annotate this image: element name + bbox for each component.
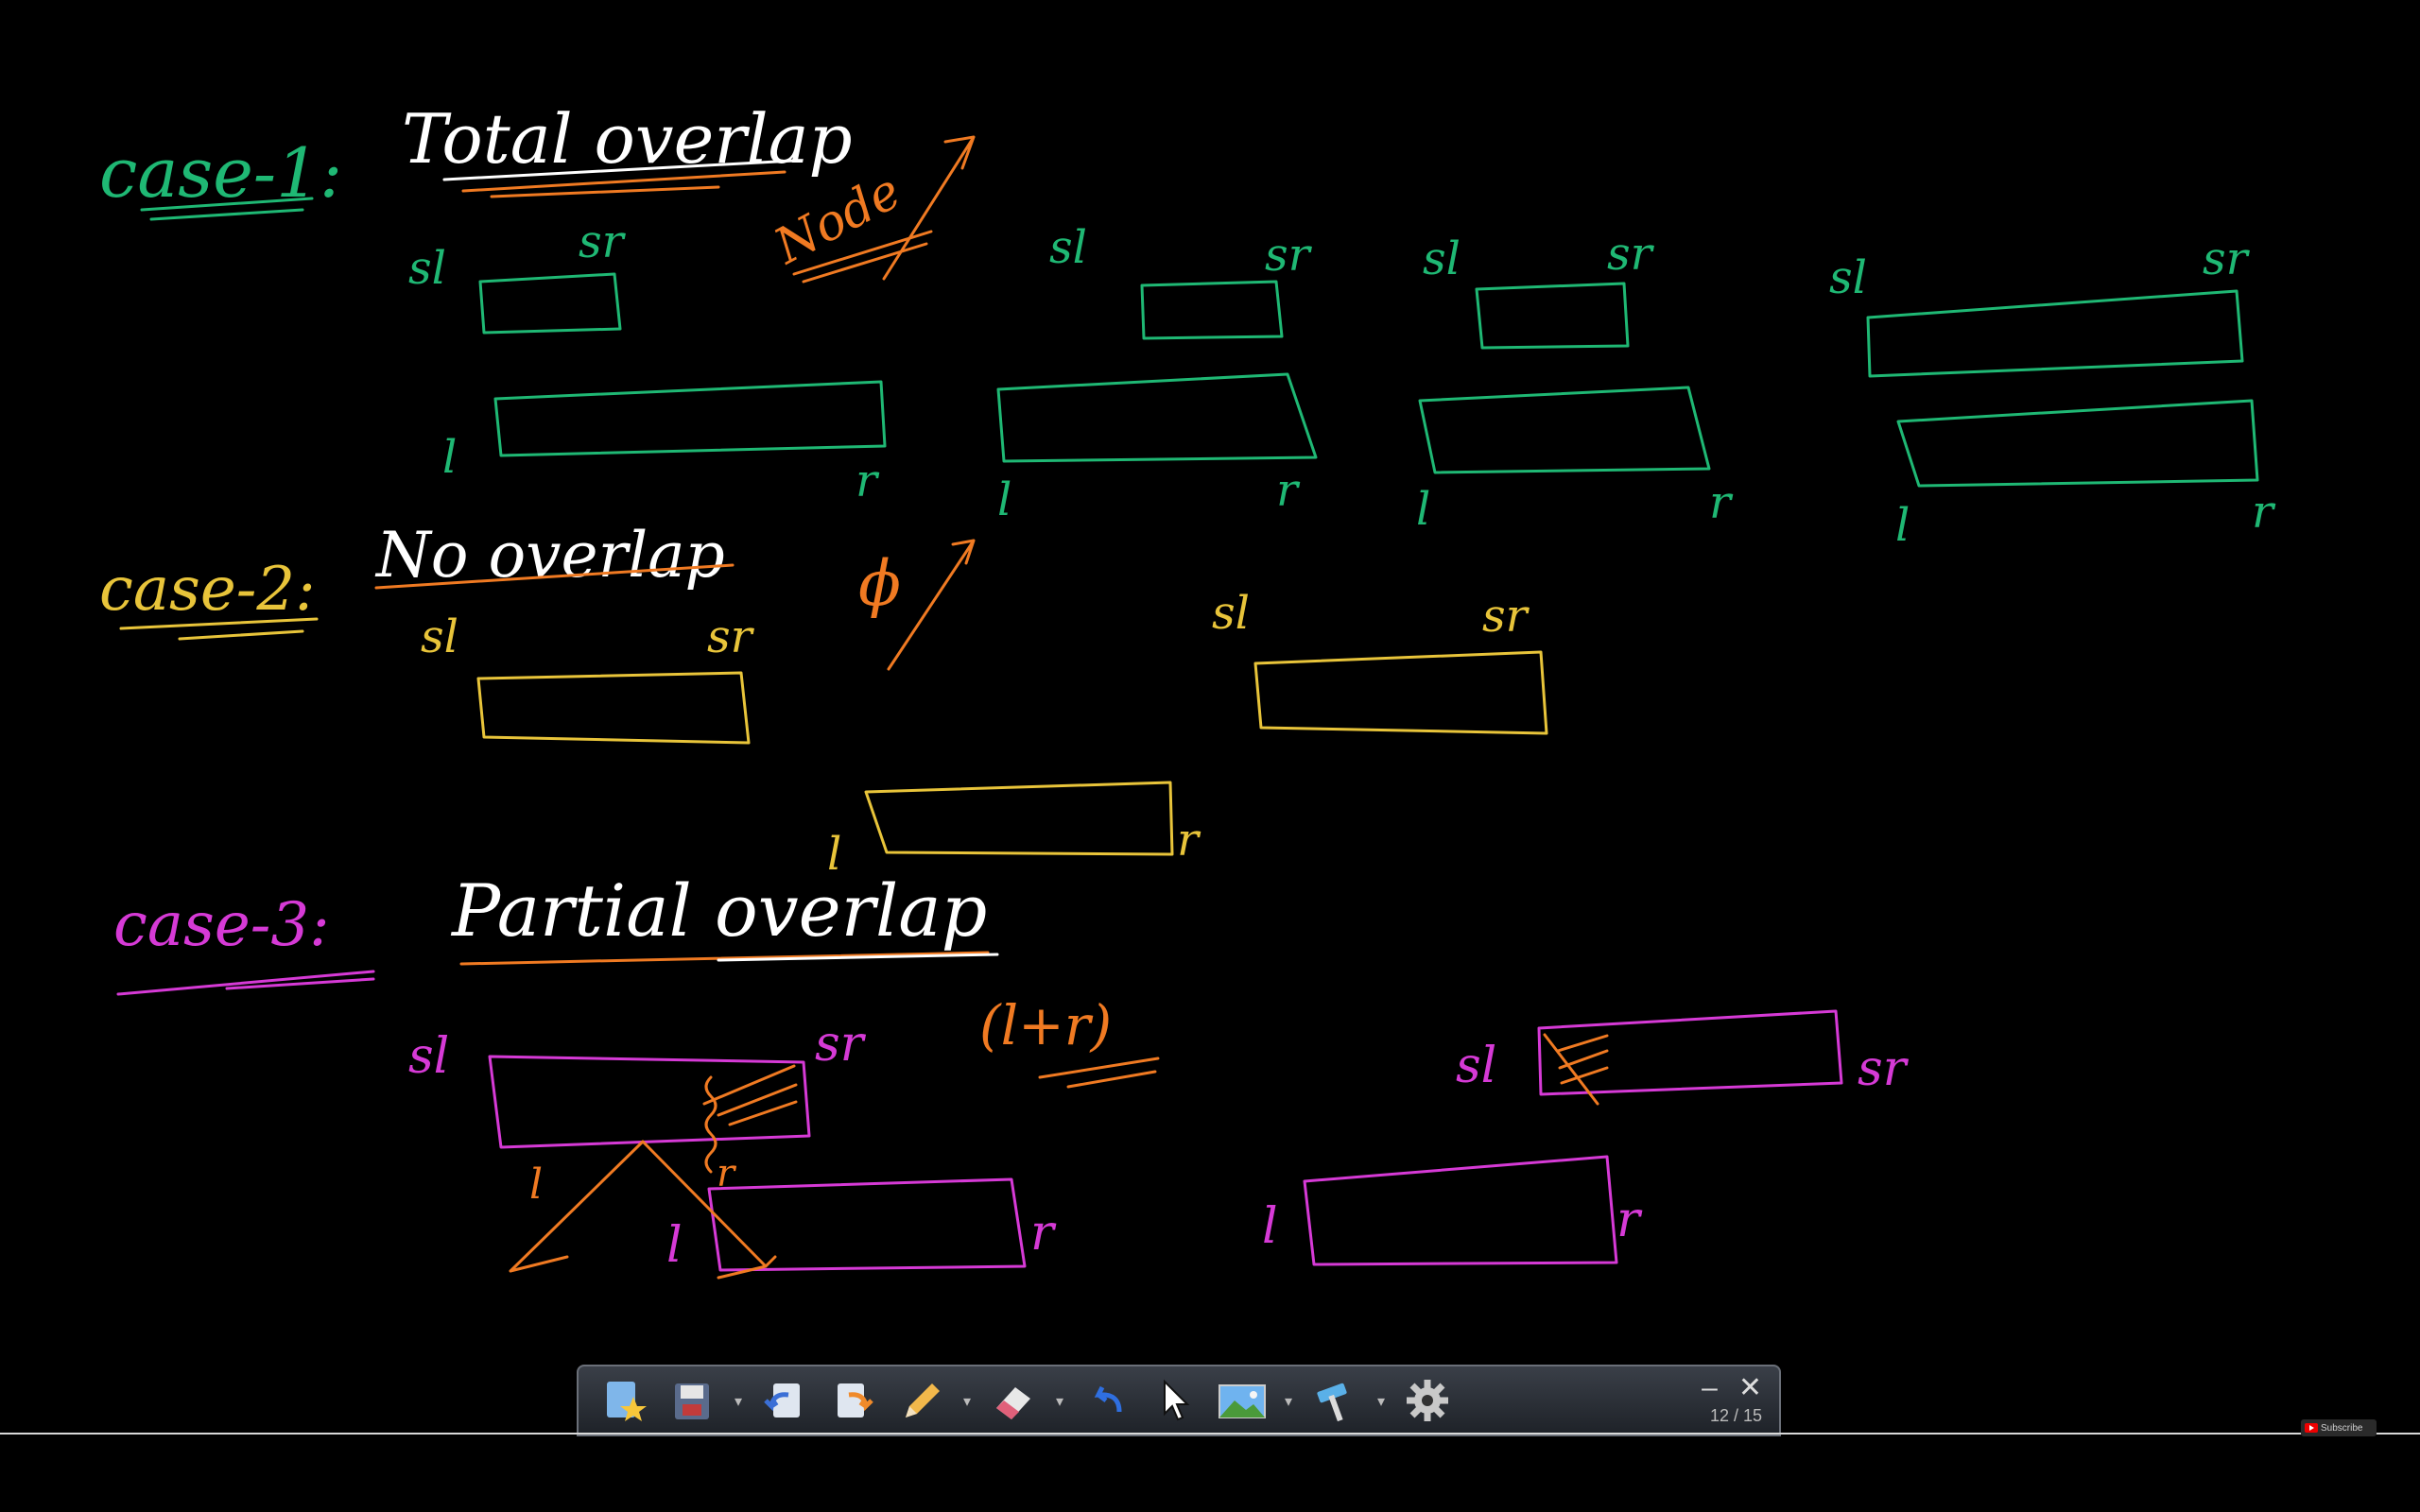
r-label: r [1616,1192,1643,1248]
r-label: r [2252,486,2276,539]
l-label: l [666,1217,683,1274]
case-3-annotation-underline [1038,1057,1160,1089]
l-label: l [827,828,841,881]
subscribe-label: Subscribe [2321,1422,2363,1434]
segment-box [476,671,751,745]
segment-box [1253,650,1548,735]
sr-label: sr [1265,229,1313,282]
sr-label: sr [1607,228,1655,281]
close-button[interactable]: ✕ [1737,1371,1762,1403]
pencil-icon[interactable] [892,1372,949,1429]
video-progress-bar[interactable] [0,1433,2420,1435]
case-2-phi-mark: ϕ [858,547,901,620]
star-pen-icon[interactable] [596,1372,652,1429]
case-2-title-underline [374,563,735,590]
case-1-title: Total overlap [402,99,853,179]
r-label: r [1709,476,1734,529]
r-label: r [856,455,880,507]
sl-label: sl [408,1028,449,1085]
r-label: r [1177,814,1201,867]
l-label: l [529,1160,543,1209]
segment-box [1537,1009,1843,1096]
sr-label: sr [2203,232,2251,285]
sr-label: sr [815,1016,867,1073]
settings-gear-icon[interactable] [1399,1372,1456,1429]
l-label: l [997,473,1011,526]
sr-label: sr [1482,590,1530,643]
undo-icon[interactable] [1078,1372,1134,1429]
save-icon[interactable] [664,1372,720,1429]
sr-label: sr [707,610,755,663]
case-1-title-underline-accent [461,170,786,198]
page-indicator: 12 / 15 [1709,1405,1762,1425]
case-2-phi-arrow [887,539,976,671]
sl-label: sl [1049,221,1087,274]
case-1-note-arrow [882,135,976,281]
segment-box [1475,282,1630,350]
sl-label: sl [1456,1038,1496,1094]
image-icon[interactable] [1214,1372,1270,1429]
undo-page-icon[interactable] [756,1372,813,1429]
redo-page-icon[interactable] [824,1372,881,1429]
segment-box [1140,280,1284,340]
sl-label: sl [1423,232,1461,285]
case-3-section: case-3: Partial overlap (l+r) sl sr l r … [113,868,1910,1280]
node-box [864,781,1174,856]
minimize-button[interactable]: – [1702,1371,1718,1403]
case-1-label-underline [140,197,314,221]
sl-label: sl [1829,251,1867,304]
node-box [996,372,1318,463]
case-2-label: case-2: [99,555,316,625]
eraser-dropdown-chevron-icon[interactable]: ▾ [1055,1391,1064,1410]
case-1-section: case-1: Total overlap Node sl sr l r sl … [99,99,2276,552]
overlap-hatch [702,1064,798,1126]
case-1-label: case-1: [99,133,342,213]
toolbar-window-controls: – ✕ 12 / 15 [1702,1371,1762,1426]
segment-box [1866,289,2244,378]
youtube-logo-icon [2305,1423,2318,1433]
l-label: l [1416,483,1430,536]
r-label: r [1030,1205,1057,1262]
eraser-icon[interactable] [985,1372,1042,1429]
case-1-title-underline [442,159,796,181]
node-box [707,1177,1027,1272]
overlap-hatch [1543,1033,1609,1106]
overlap-squiggle [704,1075,717,1174]
l-label: l [1262,1198,1278,1255]
sl-label: sl [408,242,446,295]
case-3-title-underline [459,951,990,966]
node-box [1418,386,1711,474]
case-2-title: No overlap [374,519,725,592]
case-2-section: case-2: No overlap ϕ sl sr sl sr l r [99,519,1548,881]
segment-box [478,272,622,335]
case-3-label: case-3: [113,890,330,960]
save-dropdown-chevron-icon[interactable]: ▾ [734,1391,743,1410]
sr-label: sr [579,215,627,268]
r-label: r [717,1152,737,1195]
case-3-annotation: (l+r) [979,993,1112,1057]
recursion-arrows [509,1140,777,1280]
sl-label: sl [421,610,458,663]
node-box [1303,1155,1618,1266]
r-label: r [1276,464,1301,517]
segment-box [488,1055,811,1149]
l-label: l [442,431,457,484]
case-3-label-underline [116,970,375,996]
subscribe-watermark[interactable]: Subscribe [2301,1419,2377,1436]
hammer-icon[interactable] [1306,1372,1363,1429]
sr-label: sr [1858,1040,1910,1097]
hammer-dropdown-chevron-icon[interactable]: ▾ [1376,1391,1386,1410]
pencil-dropdown-chevron-icon[interactable]: ▾ [962,1391,972,1410]
node-box [493,380,887,457]
l-label: l [1895,499,1910,552]
image-dropdown-chevron-icon[interactable]: ▾ [1284,1391,1293,1410]
case-3-title-underline-white [717,953,999,962]
drawing-toolbar: ▾ ▾ ▾ ▾ ▾ – ✕ 12 / 15 [577,1365,1781,1436]
case-3-title: Partial overlap [450,868,987,953]
pointer-icon[interactable] [1146,1372,1202,1429]
case-2-label-underline [119,617,319,641]
node-box [1896,399,2259,488]
sl-label: sl [1212,587,1250,640]
